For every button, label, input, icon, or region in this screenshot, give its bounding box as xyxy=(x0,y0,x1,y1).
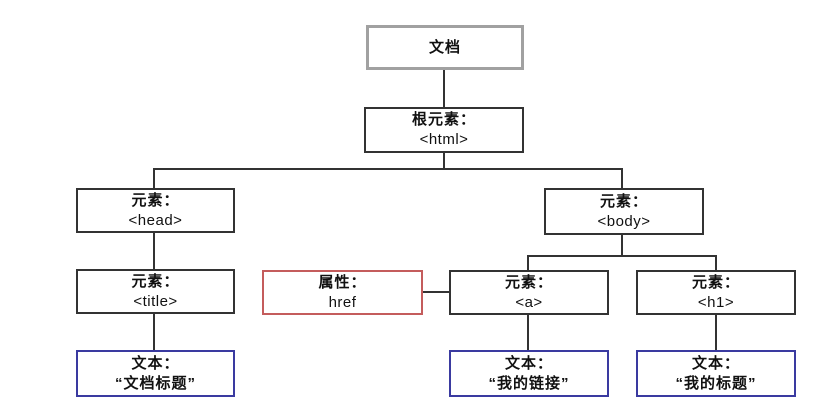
connector-body-stub xyxy=(621,235,623,255)
node-a-type-label: 元素： xyxy=(504,273,553,291)
node-h1-type-label: 元素： xyxy=(691,273,740,291)
connector-title-text xyxy=(153,314,155,350)
connector-href-a xyxy=(423,291,449,293)
node-html-type-label: 根元素： xyxy=(411,111,476,128)
node-element-title: 元素： <title> xyxy=(76,269,235,314)
node-attribute-href: 属性： href xyxy=(262,270,423,315)
node-a-tag-label: <a> xyxy=(515,293,543,311)
node-document-label: 文档 xyxy=(428,38,461,56)
node-href-type-label: 属性： xyxy=(318,273,367,291)
node-document: 文档 xyxy=(366,25,524,70)
node-head-type-label: 元素： xyxy=(131,191,180,209)
node-head-tag-label: <head> xyxy=(128,211,183,229)
node-h1-tag-label: <h1> xyxy=(697,293,735,311)
node-text-a-type-label: 文本： xyxy=(504,354,553,372)
node-text-h1-type-label: 文本： xyxy=(691,354,740,372)
node-text-document-title: 文本： “文档标题” xyxy=(76,350,235,397)
connector-head-title xyxy=(153,233,155,269)
node-text-a-value-label: “我的链接” xyxy=(488,374,570,392)
node-text-h1-value-label: “我的标题” xyxy=(675,374,757,392)
connector-body-branch xyxy=(527,255,717,257)
node-title-tag-label: <title> xyxy=(133,292,178,310)
node-element-head: 元素： <head> xyxy=(76,188,235,233)
node-title-type-label: 元素： xyxy=(131,272,180,290)
connector-document-html xyxy=(443,70,445,107)
connector-h1-text xyxy=(715,315,717,350)
node-html-tag-label: <html> xyxy=(419,131,469,148)
connector-drop-a xyxy=(527,255,529,270)
connector-a-text xyxy=(527,315,529,350)
node-text-title-type-label: 文本： xyxy=(131,354,180,372)
connector-html-branch xyxy=(153,168,623,170)
node-element-h1: 元素： <h1> xyxy=(636,270,796,315)
node-body-tag-label: <body> xyxy=(597,212,651,230)
connector-html-stub xyxy=(443,153,445,170)
node-body-type-label: 元素： xyxy=(599,192,648,210)
connector-drop-h1 xyxy=(715,255,717,270)
connector-drop-body xyxy=(621,168,623,188)
node-element-a: 元素： <a> xyxy=(449,270,609,315)
node-text-my-link: 文本： “我的链接” xyxy=(449,350,609,397)
connector-drop-head xyxy=(153,168,155,188)
node-text-title-value-label: “文档标题” xyxy=(114,374,196,392)
node-href-value-label: href xyxy=(328,293,357,311)
node-root-element-html: 根元素： <html> xyxy=(364,107,524,153)
node-text-my-heading: 文本： “我的标题” xyxy=(636,350,796,397)
node-element-body: 元素： <body> xyxy=(544,188,704,235)
